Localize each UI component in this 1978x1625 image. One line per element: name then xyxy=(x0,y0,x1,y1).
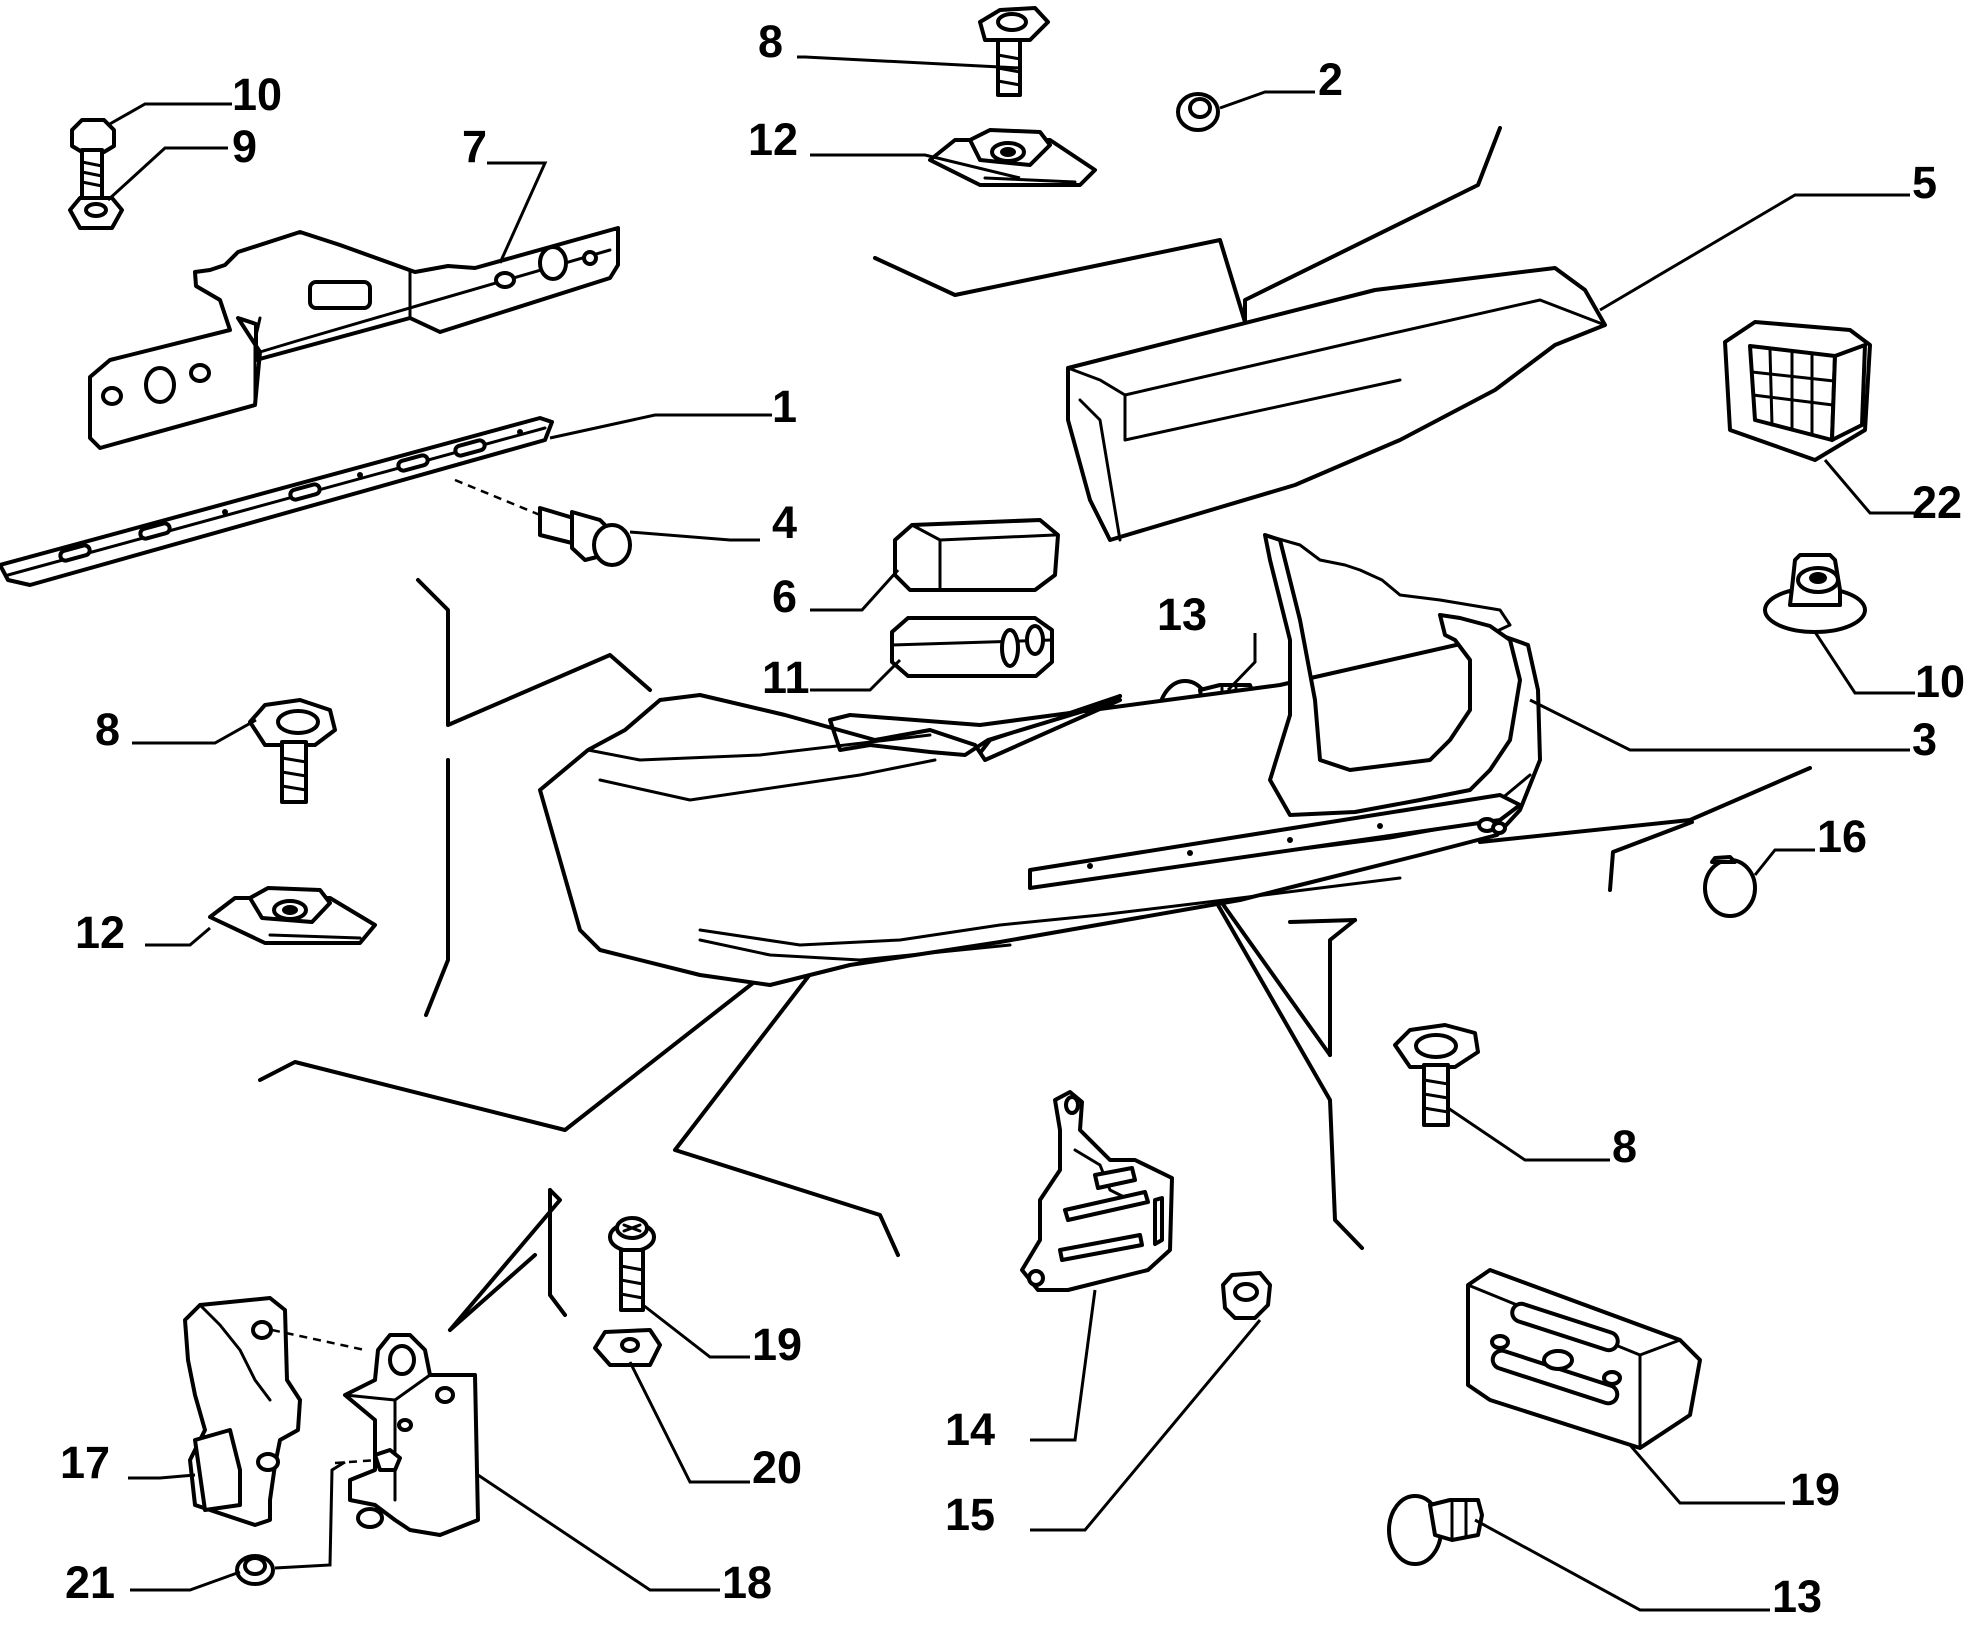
callout-4: 4 xyxy=(772,497,797,548)
mount-bracket-left xyxy=(183,1296,366,1527)
callout-13-bottom: 13 xyxy=(1772,1571,1822,1620)
nut xyxy=(1221,1271,1272,1320)
callout-16: 16 xyxy=(1817,811,1867,862)
callout-6: 6 xyxy=(772,571,797,622)
callout-12-left: 12 xyxy=(75,907,125,958)
bumper-trim-panel xyxy=(1066,266,1607,542)
crossmember-strip xyxy=(0,416,554,587)
plate-block xyxy=(1466,1268,1702,1450)
callout-13-mid: 13 xyxy=(1157,589,1207,640)
push-clip-bottom xyxy=(1387,1494,1484,1566)
callout-10-bush: 10 xyxy=(1915,656,1965,707)
callout-8-left: 8 xyxy=(95,704,120,755)
plug-cap xyxy=(1703,855,1757,918)
callout-17: 17 xyxy=(60,1437,110,1488)
callout-8-top: 8 xyxy=(758,16,783,67)
small-grommet xyxy=(1176,92,1220,132)
speed-clip-left xyxy=(208,886,377,945)
rear-bumper-shell xyxy=(538,533,1542,987)
hex-nut xyxy=(68,196,124,230)
callout-1: 1 xyxy=(772,381,797,432)
callout-20: 20 xyxy=(752,1442,802,1493)
callout-2: 2 xyxy=(1318,54,1343,105)
callout-9: 9 xyxy=(232,121,257,172)
callout-12-top: 12 xyxy=(748,114,798,165)
callout-labels: 10 9 7 1 4 8 12 2 5 22 10 6 11 13 3 16 8… xyxy=(60,16,1965,1622)
callout-3: 3 xyxy=(1912,714,1937,765)
screw-top xyxy=(978,6,1050,97)
callout-8-right: 8 xyxy=(1612,1121,1637,1172)
flanged-bush xyxy=(1763,553,1867,634)
reinforcement-bracket xyxy=(88,226,620,450)
callout-5: 5 xyxy=(1912,157,1937,208)
slotted-pad xyxy=(890,616,1054,678)
callout-19-screw: 19 xyxy=(752,1319,802,1370)
flange-nut xyxy=(235,1460,346,1586)
callout-22: 22 xyxy=(1912,477,1962,528)
callout-10-bolt: 10 xyxy=(232,69,282,120)
screw-left xyxy=(248,698,337,804)
callout-19-plate: 19 xyxy=(1790,1464,1840,1515)
hex-bolt xyxy=(70,118,116,200)
clip-nut xyxy=(593,1328,662,1367)
speed-clip-top xyxy=(928,128,1097,187)
buffer-pad xyxy=(893,518,1060,592)
callout-15: 15 xyxy=(945,1489,995,1540)
flanged-screw xyxy=(454,478,632,567)
leader-lines xyxy=(106,55,1915,1612)
grille-insert xyxy=(1723,320,1872,462)
callout-21: 21 xyxy=(65,1557,115,1608)
screw-right xyxy=(1393,1023,1480,1127)
callout-14: 14 xyxy=(945,1404,995,1455)
mount-bracket-right xyxy=(334,1333,480,1537)
screw-with-washer xyxy=(608,1216,656,1312)
callout-11: 11 xyxy=(762,652,810,703)
callout-18: 18 xyxy=(722,1557,772,1608)
callout-7: 7 xyxy=(462,121,487,172)
side-bracket xyxy=(1020,1090,1174,1292)
